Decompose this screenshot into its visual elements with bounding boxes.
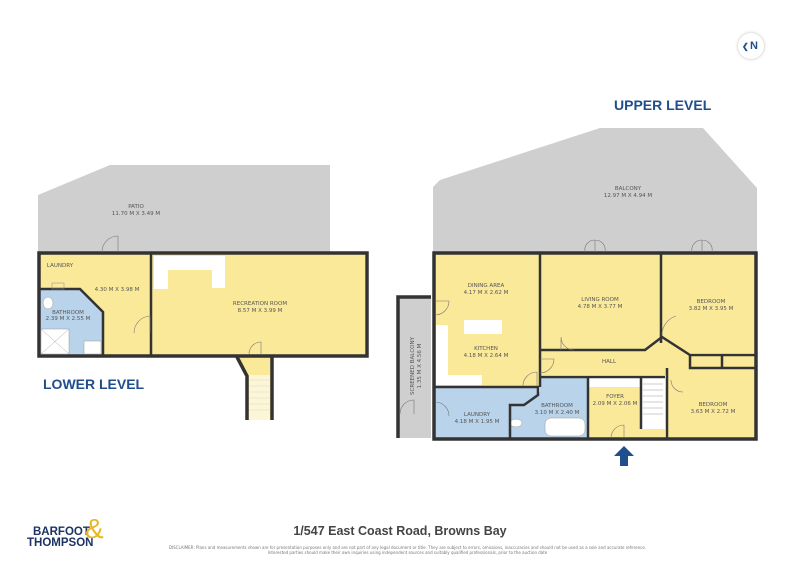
room-balcony — [433, 128, 757, 252]
bedroom-1-size: 3.82 M X 3.95 M — [689, 306, 734, 312]
lower-bathroom-size: 2.39 M X 2.55 M — [46, 316, 91, 322]
hall-label: HALL — [602, 359, 617, 365]
room-screened-balcony — [398, 297, 431, 438]
foyer-label: FOYER — [606, 394, 624, 400]
lower-laundry-size: 4.30 M X 3.98 M — [95, 287, 140, 293]
logo-line-1: BARFOOT — [33, 526, 90, 538]
room-bedroom-2 — [667, 369, 755, 438]
property-address: 1/547 East Coast Road, Browns Bay — [293, 524, 507, 538]
foyer-size: 2.09 M X 2.06 M — [593, 401, 638, 407]
patio-label: PATIO — [128, 204, 144, 210]
room-upper-laundry — [435, 388, 537, 438]
screened-balcony-size: 1.35 M X 4.56 M — [417, 343, 423, 388]
room-hall — [541, 337, 690, 375]
recreation-room-size: 8.57 M X 3.99 M — [238, 308, 283, 314]
upper-laundry-size: 4.18 M X 1.95 M — [455, 419, 500, 425]
upper-laundry-label: LAUNDRY — [464, 412, 491, 418]
disclaimer-text: DISCLAIMER: Plans and measurements shown… — [168, 545, 647, 555]
lower-bathroom-label: BATHROOM — [52, 310, 84, 316]
upper-bathroom-label: BATHROOM — [541, 403, 573, 409]
dining-area-label: DINING AREA — [468, 283, 505, 289]
lower-level-title: LOWER LEVEL — [43, 376, 145, 392]
kitchen-label: KITCHEN — [474, 346, 498, 352]
balcony-size: 12.97 M X 4.94 M — [604, 193, 652, 199]
living-room-label: LIVING ROOM — [581, 297, 619, 303]
bedroom-1-label: BEDROOM — [697, 299, 726, 305]
balcony-label: BALCONY — [615, 186, 642, 192]
north-compass-icon: ❮ N — [738, 33, 764, 59]
entrance-arrow-icon — [614, 446, 634, 466]
room-recreation — [152, 254, 365, 355]
recreation-room-label: RECREATION ROOM — [233, 301, 287, 307]
upper-stairs — [641, 377, 665, 429]
room-bedroom-1 — [662, 254, 755, 353]
lower-laundry-label: LAUNDRY — [47, 263, 74, 269]
kitchen-size: 4.18 M X 2.64 M — [464, 353, 509, 359]
patio-size: 11.70 M X 3.49 M — [112, 211, 160, 217]
dining-area-size: 4.17 M X 2.62 M — [464, 290, 509, 296]
lower-level-plan: PATIO 11.70 M X 3.49 M LAUNDRY 4.30 M X … — [37, 165, 369, 420]
bedroom-2-size: 3.63 M X 2.72 M — [691, 409, 736, 415]
living-room-size: 4.78 M X 3.77 M — [578, 304, 623, 310]
bedroom-2-label: BEDROOM — [699, 402, 728, 408]
upper-level-plan: UPPER LEVEL — [396, 97, 758, 466]
room-patio — [38, 165, 330, 252]
logo-line-2: THOMPSON — [27, 537, 94, 549]
room-living — [541, 254, 661, 350]
screened-balcony-label: SCREENED BALCONY — [410, 336, 416, 395]
upper-bathroom-size: 3.10 M X 2.40 M — [535, 410, 580, 416]
compass-label: N — [750, 40, 758, 52]
upper-level-title: UPPER LEVEL — [614, 97, 712, 113]
